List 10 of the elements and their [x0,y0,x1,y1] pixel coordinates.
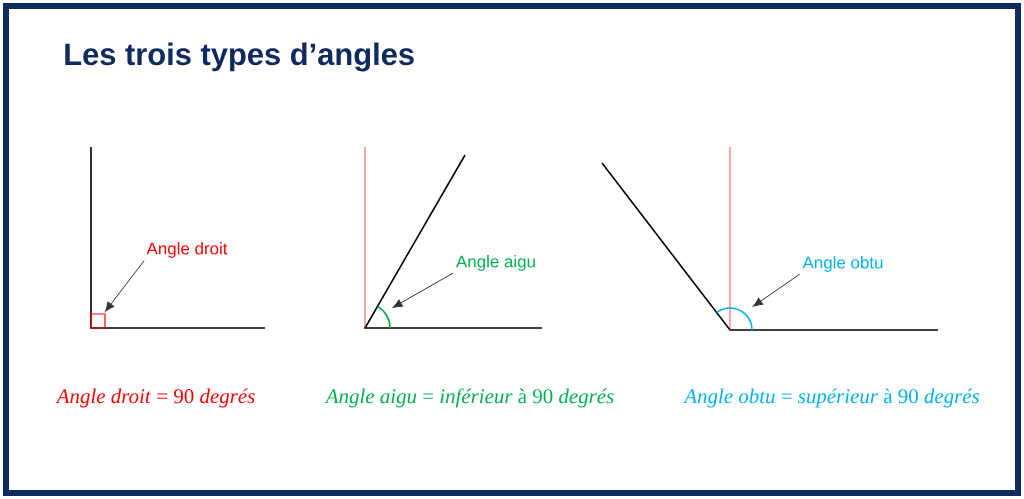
right-angle-mark [90,313,106,329]
arrow [753,273,801,307]
angle-label: Angle obtu [802,256,883,272]
angle-arc [715,307,753,331]
angle-arc [376,305,391,329]
title: Les trois types d’angles [65,42,414,72]
angle-label: Angle droit [146,242,228,258]
angle-label: Angle aigu [456,255,535,271]
arrow [105,260,145,312]
arrow [392,272,454,308]
